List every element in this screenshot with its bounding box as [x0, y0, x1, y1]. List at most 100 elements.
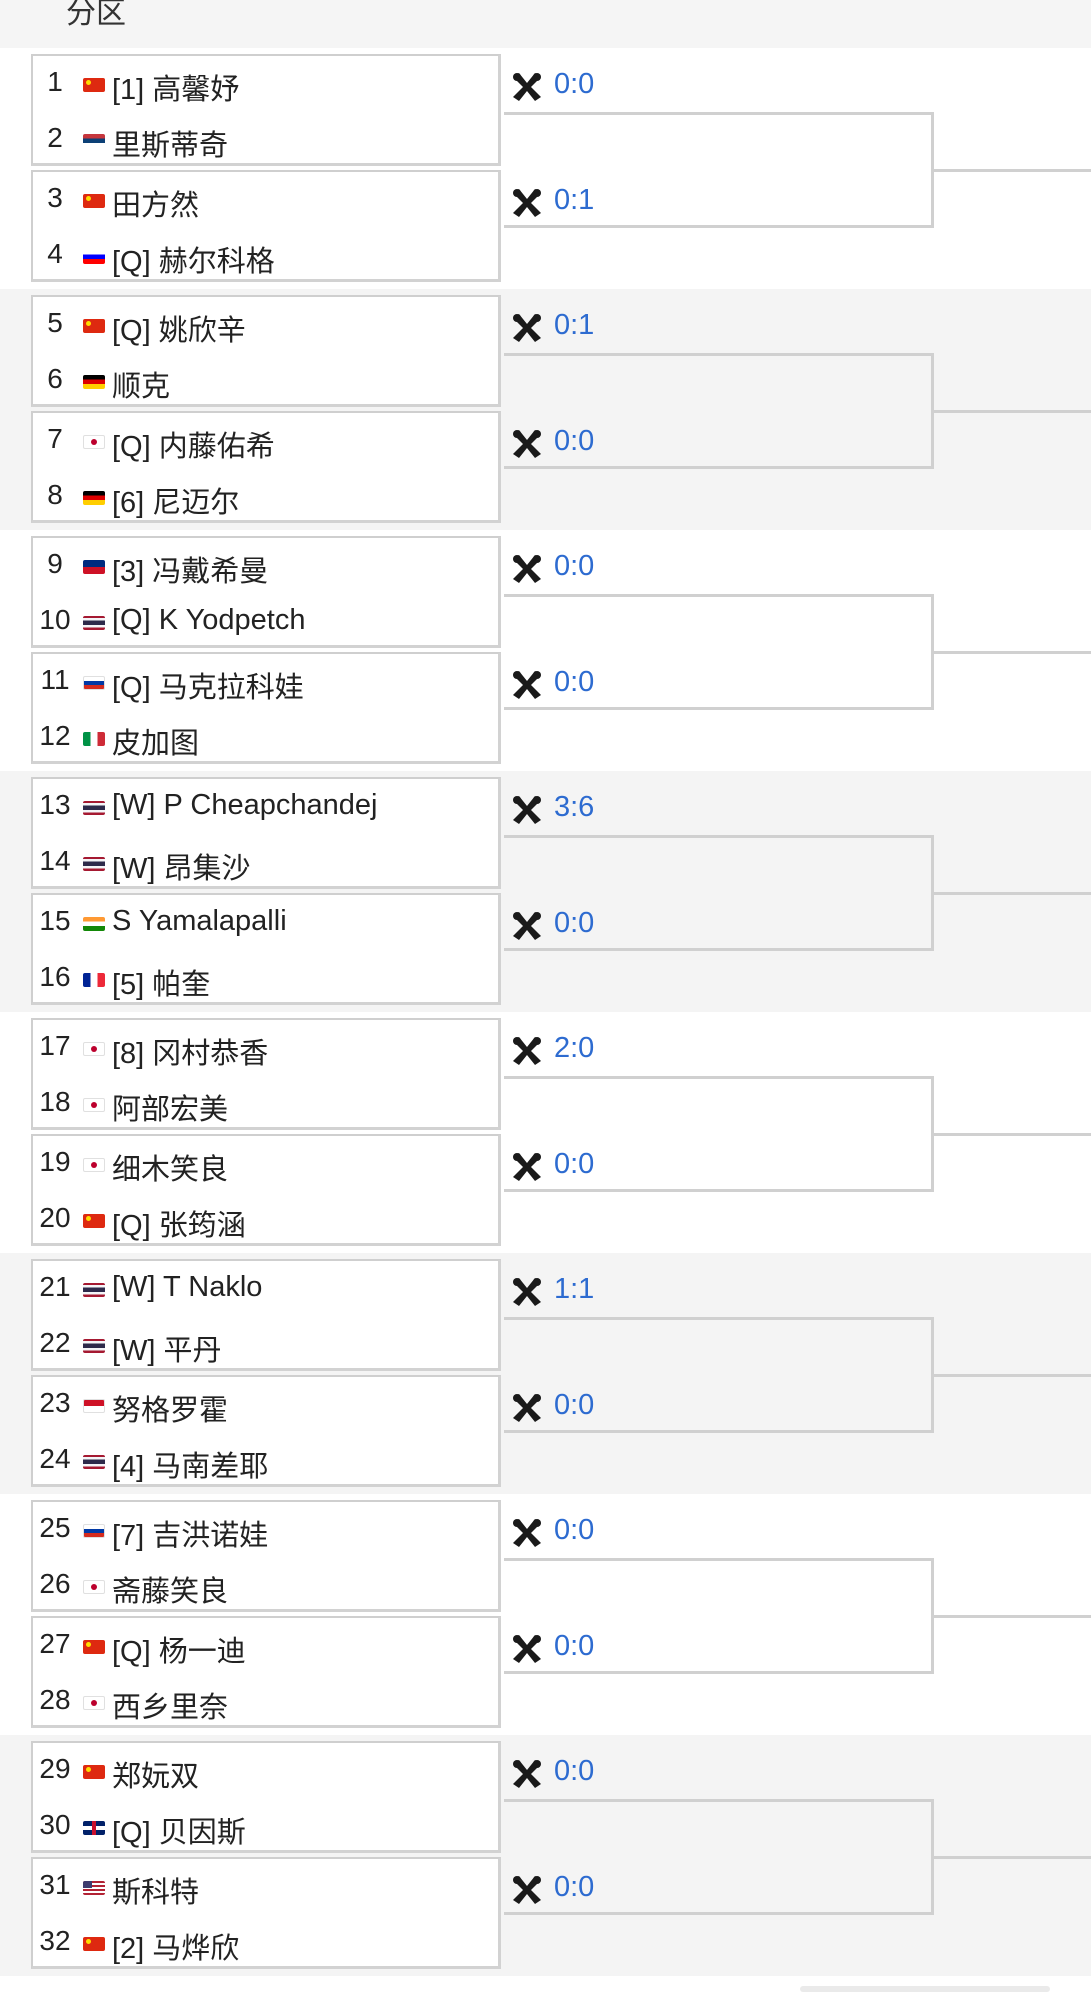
player-row[interactable]: 29 郑妧双	[33, 1743, 503, 1799]
player-name[interactable]: [W] T Naklo	[112, 1271, 263, 1303]
score-value[interactable]: 0:0	[554, 1755, 595, 1787]
player-name[interactable]: [Q] 贝因斯	[112, 1817, 246, 1849]
player-row[interactable]: 5[Q] 姚欣辛	[33, 297, 503, 353]
player-name[interactable]: [2] 马烨欣	[112, 1933, 240, 1965]
player-name[interactable]: [Q] K Yodpetch	[112, 604, 306, 636]
player-name[interactable]: [5] 帕奎	[112, 969, 211, 1001]
player-name[interactable]: [Q] 杨一迪	[112, 1636, 246, 1668]
player-row[interactable]: 18 阿部宏美	[33, 1076, 503, 1132]
score-value[interactable]: 0:1	[554, 309, 595, 341]
player-row[interactable]: 28 西乡里奈	[33, 1674, 503, 1730]
player-row[interactable]: 6 顺克	[33, 353, 503, 409]
score-value[interactable]: 0:0	[554, 550, 595, 582]
player-name[interactable]: 斯科特	[112, 1877, 200, 1909]
player-name[interactable]: 郑妧双	[112, 1761, 200, 1793]
player-name[interactable]: 努格罗霍	[112, 1395, 229, 1427]
player-name[interactable]: 田方然	[112, 190, 200, 222]
player-name[interactable]: 里斯蒂奇	[112, 130, 229, 162]
player-row[interactable]: 30[Q] 贝因斯	[33, 1799, 503, 1855]
player-name[interactable]: [Q] 内藤佑希	[112, 431, 275, 463]
player-row[interactable]: 31 斯科特	[33, 1859, 503, 1915]
player-row[interactable]: 2 里斯蒂奇	[33, 112, 503, 168]
player-name[interactable]: [Q] 张筠涵	[112, 1210, 246, 1242]
player-row[interactable]: 24 [4] 马南差耶	[33, 1433, 503, 1489]
draw-position: 7	[47, 423, 63, 454]
player-row[interactable]: 25[7] 吉洪诺娃	[33, 1502, 503, 1558]
score-value[interactable]: 0:0	[554, 1389, 595, 1421]
player-name[interactable]: [W] 昂集沙	[112, 853, 251, 885]
player-row[interactable]: 19 细木笑良	[33, 1136, 503, 1192]
player-row[interactable]: 16[5] 帕奎	[33, 951, 503, 1007]
match-card[interactable]: 23 努格罗霍 24 [4] 马南差耶	[31, 1375, 501, 1487]
player-row[interactable]: 32[2] 马烨欣	[33, 1915, 503, 1971]
score-value[interactable]: 3:6	[554, 791, 595, 823]
player-name[interactable]: [8] 冈村恭香	[112, 1038, 269, 1070]
player-row[interactable]: 15 S Yamalapalli	[33, 895, 503, 951]
score-value[interactable]: 0:0	[554, 425, 595, 457]
player-name[interactable]: [4] 马南差耶	[112, 1451, 269, 1483]
player-name[interactable]: [Q] 马克拉科娃	[112, 672, 304, 704]
player-name[interactable]: 顺克	[112, 371, 171, 403]
score-value[interactable]: 0:0	[554, 1871, 595, 1903]
player-name[interactable]: [7] 吉洪诺娃	[112, 1520, 269, 1552]
player-row[interactable]: 21[W] T Naklo	[33, 1261, 503, 1317]
player-name[interactable]: 西乡里奈	[112, 1692, 229, 1724]
score-value[interactable]: 0:0	[554, 907, 595, 939]
score-value[interactable]: 2:0	[554, 1032, 595, 1064]
match-card[interactable]: 7 [Q] 内藤佑希 8[6] 尼迈尔	[31, 411, 501, 523]
score-value[interactable]: 0:0	[554, 1514, 595, 1546]
player-name[interactable]: [W] 平丹	[112, 1335, 222, 1367]
player-row[interactable]: 8[6] 尼迈尔	[33, 469, 503, 525]
score-value[interactable]: 0:0	[554, 1630, 595, 1662]
player-row[interactable]: 23 努格罗霍	[33, 1377, 503, 1433]
score-value[interactable]: 0:0	[554, 666, 595, 698]
player-name[interactable]: [W] P Cheapchandej	[112, 789, 378, 821]
player-row[interactable]: 11[Q] 马克拉科娃	[33, 654, 503, 710]
player-name[interactable]: [Q] 赫尔科格	[112, 246, 275, 278]
player-name[interactable]: [1] 高馨妤	[112, 74, 240, 106]
player-row[interactable]: 10[Q] K Yodpetch	[33, 594, 503, 650]
draw-position: 24	[39, 1443, 71, 1474]
player-row[interactable]: 26 斋藤笑良	[33, 1558, 503, 1614]
player-name[interactable]: 细木笑良	[112, 1154, 229, 1186]
player-row[interactable]: 14[W] 昂集沙	[33, 835, 503, 891]
flag-si-icon	[83, 250, 105, 264]
player-row[interactable]: 13[W] P Cheapchandej	[33, 779, 503, 835]
player-name[interactable]: [3] 冯戴希曼	[112, 556, 269, 588]
player-row[interactable]: 4[Q] 赫尔科格	[33, 228, 503, 284]
player-row[interactable]: 1[1] 高馨妤	[33, 56, 503, 112]
player-row[interactable]: 7 [Q] 内藤佑希	[33, 413, 503, 469]
player-name[interactable]: 斋藤笑良	[112, 1576, 229, 1608]
player-name[interactable]: 阿部宏美	[112, 1094, 229, 1126]
score-value[interactable]: 0:1	[554, 184, 595, 216]
player-name[interactable]: S Yamalapalli	[112, 905, 287, 937]
player-row[interactable]: 12 皮加图	[33, 710, 503, 766]
player-name[interactable]: [Q] 姚欣辛	[112, 315, 246, 347]
crossed-rackets-icon	[513, 430, 541, 458]
player-row[interactable]: 20[Q] 张筠涵	[33, 1192, 503, 1248]
player-row[interactable]: 9[3] 冯戴希曼	[33, 538, 503, 594]
player-row[interactable]: 22[W] 平丹	[33, 1317, 503, 1373]
player-name[interactable]: [6] 尼迈尔	[112, 487, 240, 519]
score-value[interactable]: 1:1	[554, 1273, 595, 1305]
player-row[interactable]: 27[Q] 杨一迪	[33, 1618, 503, 1674]
player-row[interactable]: 3 田方然	[33, 172, 503, 228]
score-value[interactable]: 0:0	[554, 68, 595, 100]
score-value[interactable]: 0:0	[554, 1148, 595, 1180]
player-name[interactable]: 皮加图	[112, 728, 200, 760]
player-row[interactable]: 17[8] 冈村恭香	[33, 1020, 503, 1076]
